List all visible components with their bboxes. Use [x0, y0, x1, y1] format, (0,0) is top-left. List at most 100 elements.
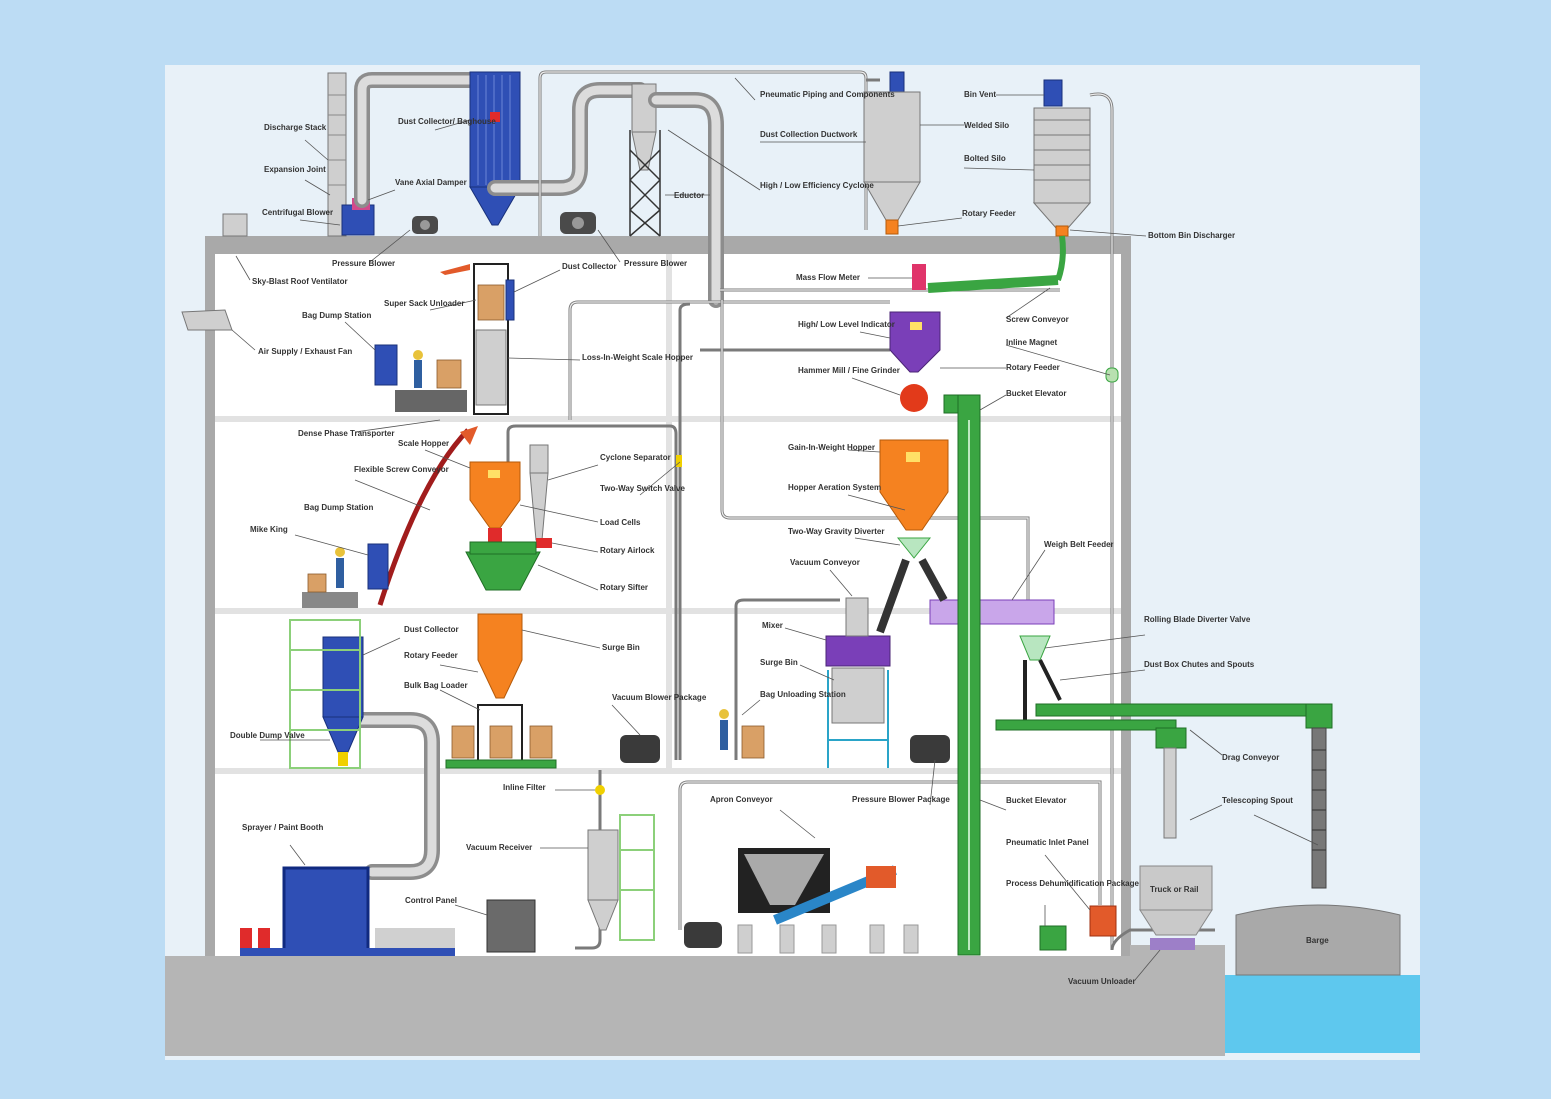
- label-bottom-bin-discharger: Bottom Bin Discharger: [1148, 231, 1235, 240]
- label-vacuum-blower: Vacuum Blower Package: [612, 693, 707, 702]
- control-panel: [486, 899, 536, 953]
- super-sack-hoist: [440, 264, 470, 275]
- label-dust-collector-upper: Dust Collector: [562, 262, 617, 271]
- label-sky-blast: Sky-Blast Roof Ventilator: [252, 277, 348, 286]
- label-inline-magnet: Inline Magnet: [1006, 338, 1057, 347]
- label-cyclone-separator: Cyclone Separator: [600, 453, 671, 462]
- label-vacuum-unloader: Vacuum Unloader: [1068, 977, 1136, 986]
- label-discharge-stack: Discharge Stack: [264, 123, 327, 132]
- label-vacuum-conveyor: Vacuum Conveyor: [790, 558, 860, 567]
- bottom-bin-discharger: [1055, 225, 1069, 237]
- vacuum-unloader: [1150, 938, 1195, 950]
- label-pneumatic-piping: Pneumatic Piping and Components: [760, 90, 895, 99]
- label-pressure-blower-package: Pressure Blower Package: [852, 795, 950, 804]
- double-dump-valve: [338, 752, 348, 766]
- welded-silo-vent: [889, 71, 905, 93]
- label-rotary-feeder-lower: Rotary Feeder: [404, 651, 458, 660]
- discharge-stack: [327, 72, 347, 237]
- label-pressure-blower-left: Pressure Blower: [332, 259, 395, 268]
- label-mike-king: Mike King: [250, 525, 288, 534]
- label-flexible-screw: Flexible Screw Conveyor: [354, 465, 449, 474]
- floor-2-equipment: [289, 597, 1062, 769]
- label-drag-conveyor: Drag Conveyor: [1222, 753, 1279, 762]
- floor-3-equipment: [302, 426, 682, 608]
- label-pneumatic-inlet: Pneumatic Inlet Panel: [1006, 838, 1089, 847]
- surge-bin-left: [477, 613, 523, 699]
- label-inline-filter: Inline Filter: [503, 783, 546, 792]
- hammer-mill: [900, 384, 928, 412]
- level-indicator-hopper: [889, 311, 941, 373]
- mass-flow-meter: [912, 264, 926, 290]
- vacuum-blower-package: [620, 735, 660, 763]
- cyclone-separator: [529, 444, 549, 474]
- label-double-dump-valve: Double Dump Valve: [230, 731, 305, 740]
- label-two-way-switch: Two-Way Switch Valve: [600, 484, 685, 493]
- label-bag-dump-upper: Bag Dump Station: [302, 311, 371, 320]
- label-dust-box: Dust Box Chutes and Spouts: [1144, 660, 1255, 669]
- cyclone: [631, 83, 657, 133]
- loss-in-weight-hopper: [475, 329, 507, 406]
- vacuum-receiver: [587, 829, 619, 901]
- welded-silo: [863, 91, 921, 183]
- drag-conveyor-upper: [1035, 703, 1333, 717]
- label-apron-conveyor: Apron Conveyor: [710, 795, 773, 804]
- label-dehumidification: Process Dehumidification Package: [1006, 879, 1139, 888]
- super-sack: [477, 284, 505, 321]
- label-bag-dump-mid: Bag Dump Station: [304, 503, 373, 512]
- roof-slab: [205, 236, 1131, 254]
- leader-lines: [231, 77, 1319, 981]
- label-scale-hopper: Scale Hopper: [398, 439, 449, 448]
- bolted-silo: [1033, 107, 1091, 204]
- platform-upper: [395, 390, 467, 412]
- interior-piping: [332, 288, 1215, 951]
- label-eductor: Eductor: [674, 191, 704, 200]
- super-sack-frame: [473, 263, 509, 415]
- pressure-blower-ground: [684, 922, 722, 948]
- sky-blast-roof-ventilator: [222, 213, 248, 237]
- paint-booth: [282, 866, 370, 954]
- label-pressure-blower-right: Pressure Blower: [624, 259, 687, 268]
- inline-filter: [595, 785, 605, 795]
- air-supply-fan: [181, 309, 233, 331]
- label-dense-phase: Dense Phase Transporter: [298, 429, 394, 438]
- loadout-equipment: [995, 703, 1401, 976]
- label-load-cells: Load Cells: [600, 518, 641, 527]
- label-paint-booth: Sprayer / Paint Booth: [242, 823, 323, 832]
- surge-bin-right: [831, 667, 885, 724]
- label-welded-silo: Welded Silo: [964, 121, 1009, 130]
- label-mixer: Mixer: [762, 621, 783, 630]
- label-barge: Barge: [1306, 936, 1329, 945]
- label-rotary-feeder-top: Rotary Feeder: [962, 209, 1016, 218]
- label-bolted-silo: Bolted Silo: [964, 154, 1006, 163]
- building: [165, 65, 1420, 1060]
- label-vane-axial-damper: Vane Axial Damper: [395, 178, 467, 187]
- label-gravity-diverter: Two-Way Gravity Diverter: [788, 527, 884, 536]
- bin-vent: [1043, 79, 1063, 107]
- label-bag-unloading: Bag Unloading Station: [760, 690, 846, 699]
- label-level-indicator: High/ Low Level Indicator: [798, 320, 895, 329]
- drag-conveyor-lower: [995, 719, 1177, 731]
- label-telescoping-spout: Telescoping Spout: [1222, 796, 1293, 805]
- weigh-belt-feeder: [929, 599, 1055, 625]
- label-loss-in-weight: Loss-In-Weight Scale Hopper: [582, 353, 693, 362]
- label-rotary-sifter: Rotary Sifter: [600, 583, 648, 592]
- water: [1225, 975, 1420, 1053]
- right-wall: [1121, 236, 1131, 958]
- floor-1: [215, 768, 1121, 774]
- label-high-low-cyclone: High / Low Efficiency Cyclone: [760, 181, 874, 190]
- label-dust-collector-baghouse: Dust Collector/ Baghouse: [398, 117, 496, 126]
- floor-1-equipment: [240, 785, 1117, 956]
- barge: [1235, 904, 1401, 976]
- bag-dump-station-mid: [367, 543, 389, 590]
- telescoping-spout-right: [1311, 727, 1327, 889]
- gravity-diverter: [896, 537, 932, 559]
- telescoping-spout-left: [1163, 747, 1177, 839]
- floor-4-equipment: [181, 263, 515, 415]
- dust-box-chutes: [1023, 659, 1062, 725]
- mid-wall: [666, 254, 672, 768]
- label-rotary-feeder-mid: Rotary Feeder: [1006, 363, 1060, 372]
- label-surge-bin-right: Surge Bin: [760, 658, 798, 667]
- labels: Discharge Stack Expansion Joint Centrifu…: [230, 90, 1329, 986]
